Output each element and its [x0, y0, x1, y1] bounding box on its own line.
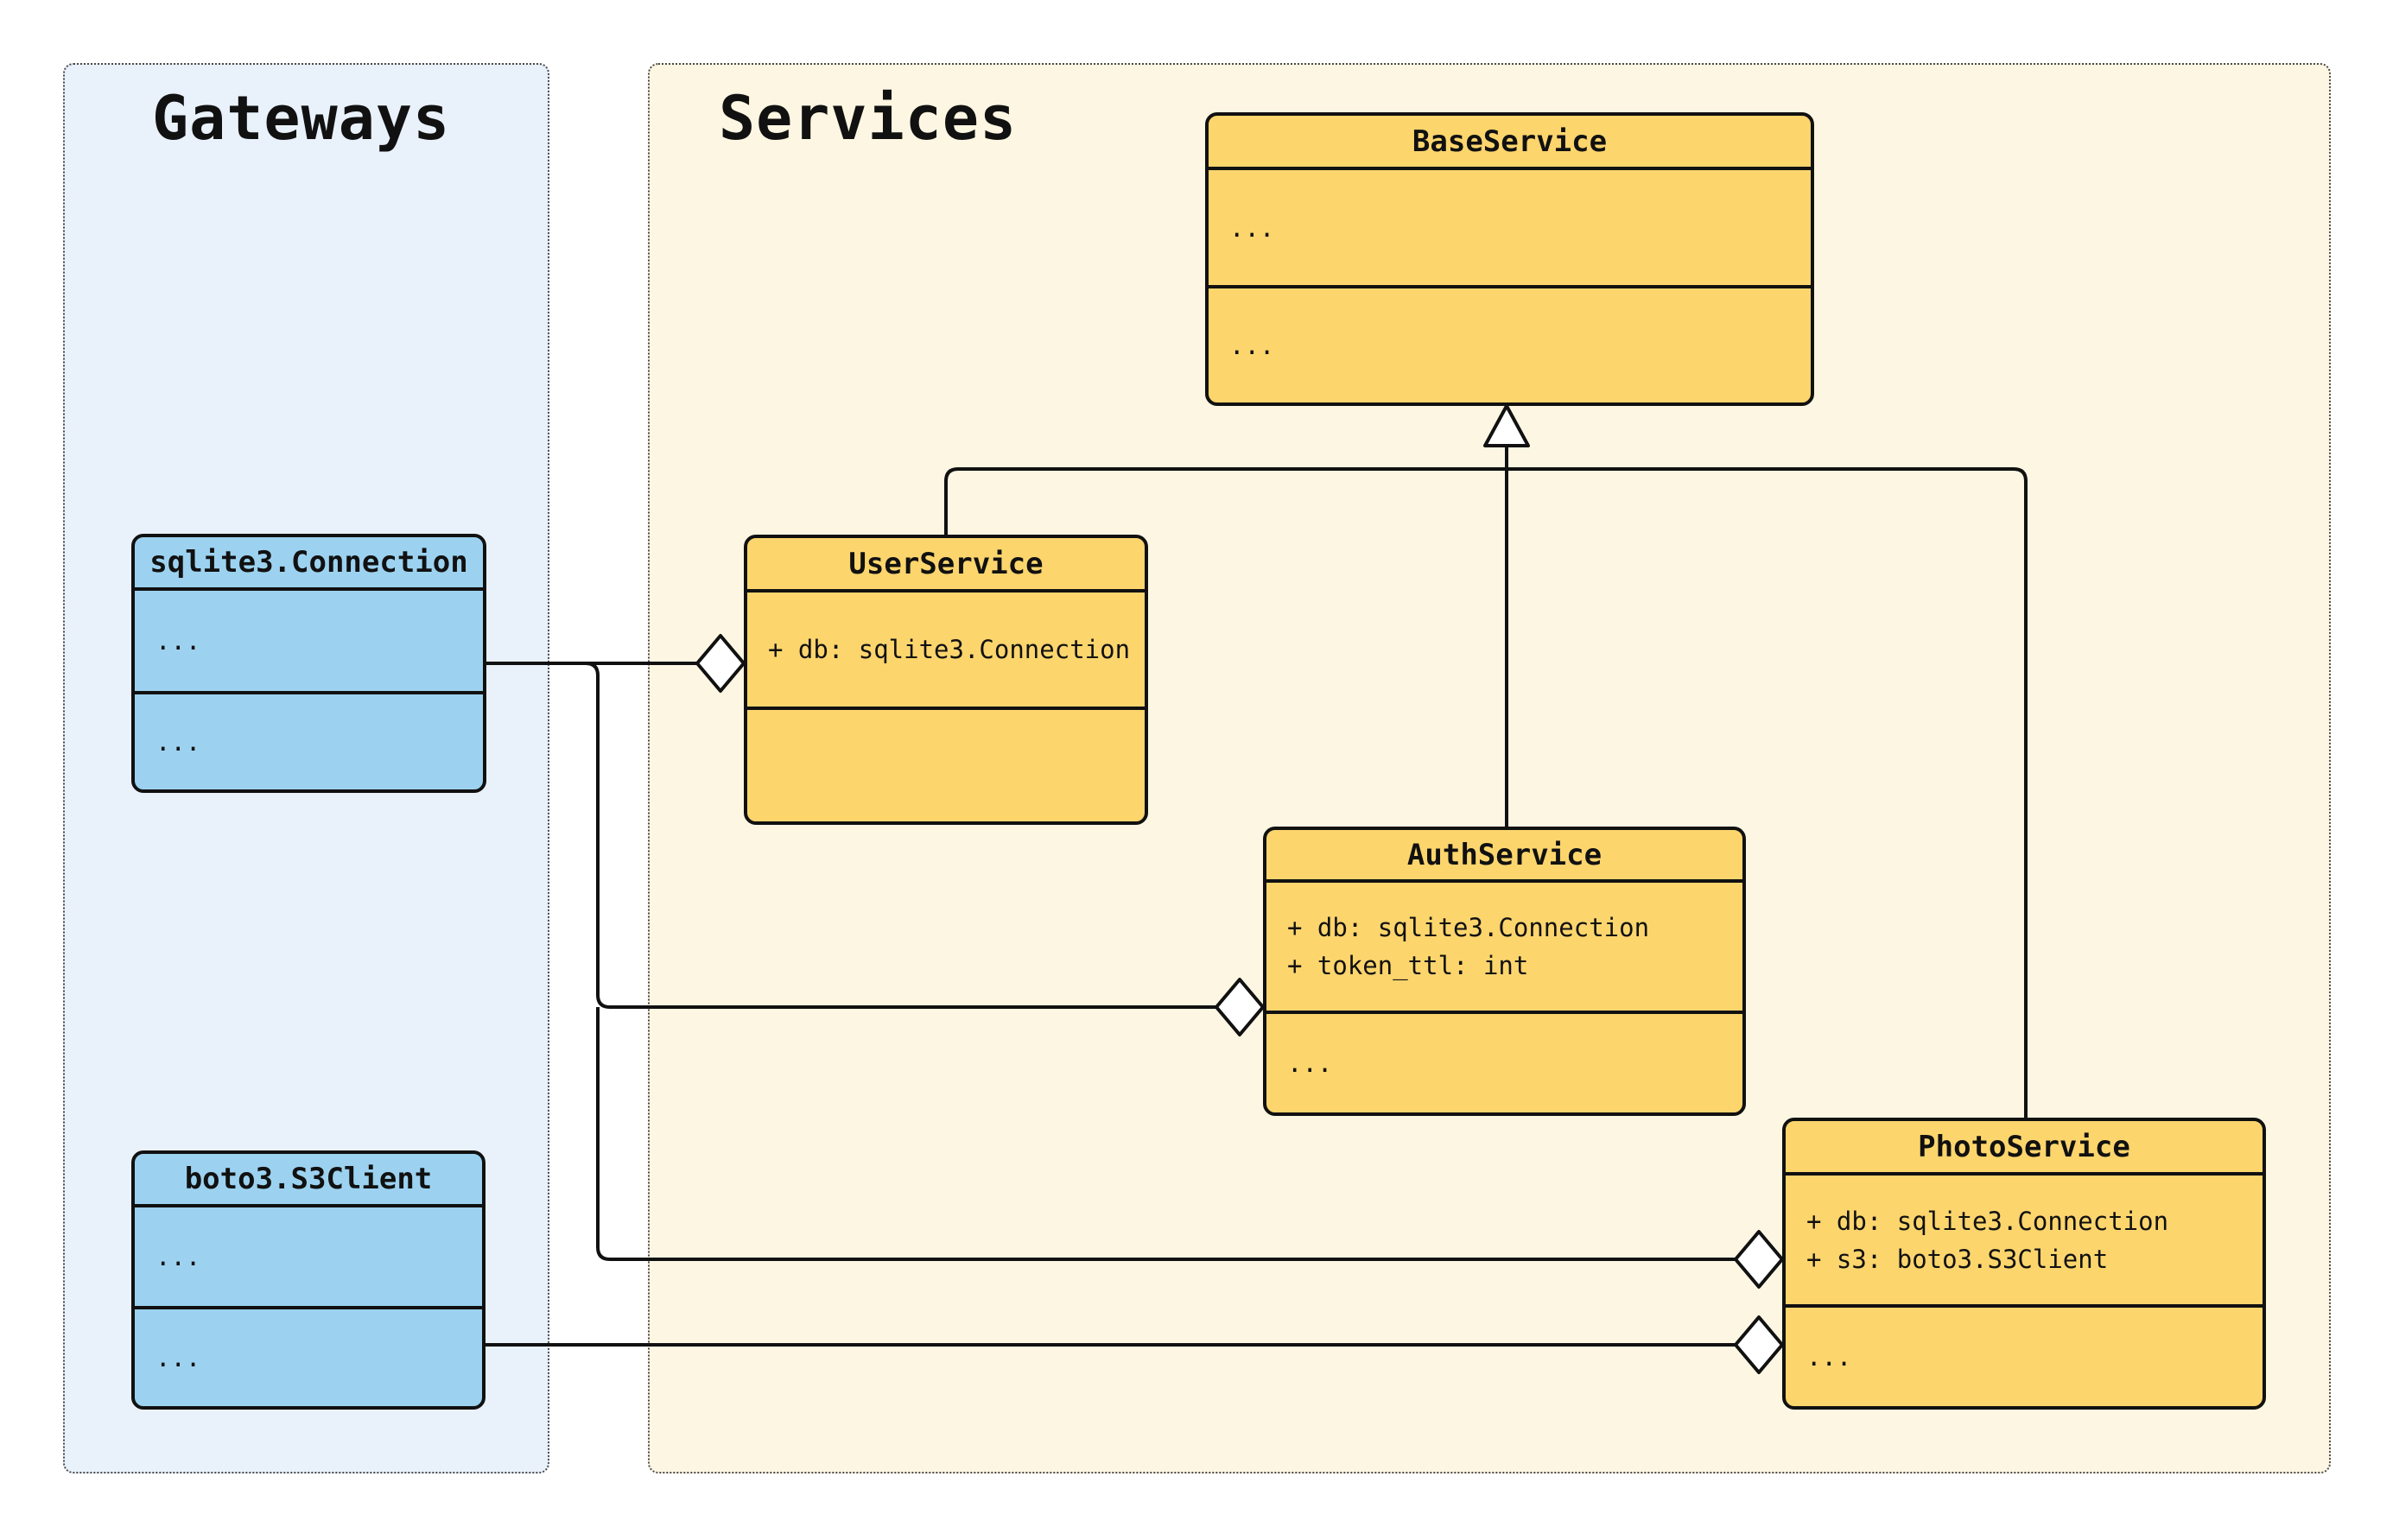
- class-title: AuthService: [1406, 837, 1603, 872]
- method-line: ...: [1806, 1342, 1852, 1372]
- class-title: UserService: [848, 546, 1044, 581]
- class-title: BaseService: [1412, 124, 1608, 159]
- attribute-line: + db: sqlite3.Connection: [1287, 913, 1650, 942]
- class-methods: ...: [1786, 1304, 2263, 1406]
- method-line: ...: [155, 1343, 201, 1372]
- class-methods: ...: [135, 1306, 482, 1406]
- attribute-line: ...: [1229, 212, 1275, 243]
- class-boto3-s3client: boto3.S3Client ... ...: [131, 1150, 486, 1410]
- class-methods: ...: [1209, 285, 1811, 402]
- class-photo-service: PhotoService + db: sqlite3.Connection + …: [1782, 1118, 2266, 1410]
- class-title: sqlite3.Connection: [149, 545, 468, 580]
- class-methods: ...: [1266, 1011, 1742, 1112]
- attribute-line: + token_ttl: int: [1287, 951, 1529, 980]
- attribute-line: + db: sqlite3.Connection: [768, 635, 1131, 664]
- class-user-service: UserService + db: sqlite3.Connection: [744, 535, 1148, 825]
- class-attributes: ...: [135, 587, 483, 691]
- class-base-service: BaseService ... ...: [1205, 112, 1814, 406]
- class-attributes: ...: [1209, 167, 1811, 285]
- aggregation-edge-photoservice-db: [596, 1007, 1736, 1261]
- class-title: boto3.S3Client: [184, 1162, 433, 1196]
- class-attributes: + db: sqlite3.Connection + s3: boto3.S3C…: [1786, 1172, 2263, 1304]
- inheritance-edge-userservice: [944, 467, 2028, 1118]
- class-sqlite3-connection: sqlite3.Connection ... ...: [131, 534, 486, 793]
- aggregation-diamond-icon-photoservice-s3: [1734, 1315, 1784, 1374]
- attribute-line: ...: [155, 626, 201, 656]
- aggregation-diamond-icon-authservice: [1215, 978, 1265, 1036]
- class-attributes: + db: sqlite3.Connection: [747, 589, 1145, 707]
- services-panel-label: Services: [719, 83, 1018, 154]
- method-line: ...: [1229, 331, 1275, 360]
- method-line: ...: [1287, 1049, 1333, 1078]
- aggregation-diamond-icon-photoservice-db: [1734, 1230, 1784, 1289]
- class-methods: ...: [135, 691, 483, 789]
- attribute-line: + db: sqlite3.Connection: [1806, 1206, 2169, 1236]
- gateways-panel-label: Gateways: [152, 83, 451, 154]
- inheritance-triangle-icon: [1483, 404, 1530, 447]
- attribute-line: ...: [155, 1242, 201, 1271]
- class-methods: [747, 707, 1145, 821]
- class-title: PhotoService: [1918, 1129, 2130, 1164]
- class-auth-service: AuthService + db: sqlite3.Connection + t…: [1263, 827, 1746, 1116]
- aggregation-diamond-icon-userservice: [695, 634, 746, 693]
- class-attributes: ...: [135, 1204, 482, 1306]
- class-attributes: + db: sqlite3.Connection + token_ttl: in…: [1266, 879, 1742, 1011]
- aggregation-edge-authservice-db: [486, 662, 1216, 1009]
- method-line: ...: [155, 727, 201, 757]
- attribute-line: + s3: boto3.S3Client: [1806, 1244, 2109, 1274]
